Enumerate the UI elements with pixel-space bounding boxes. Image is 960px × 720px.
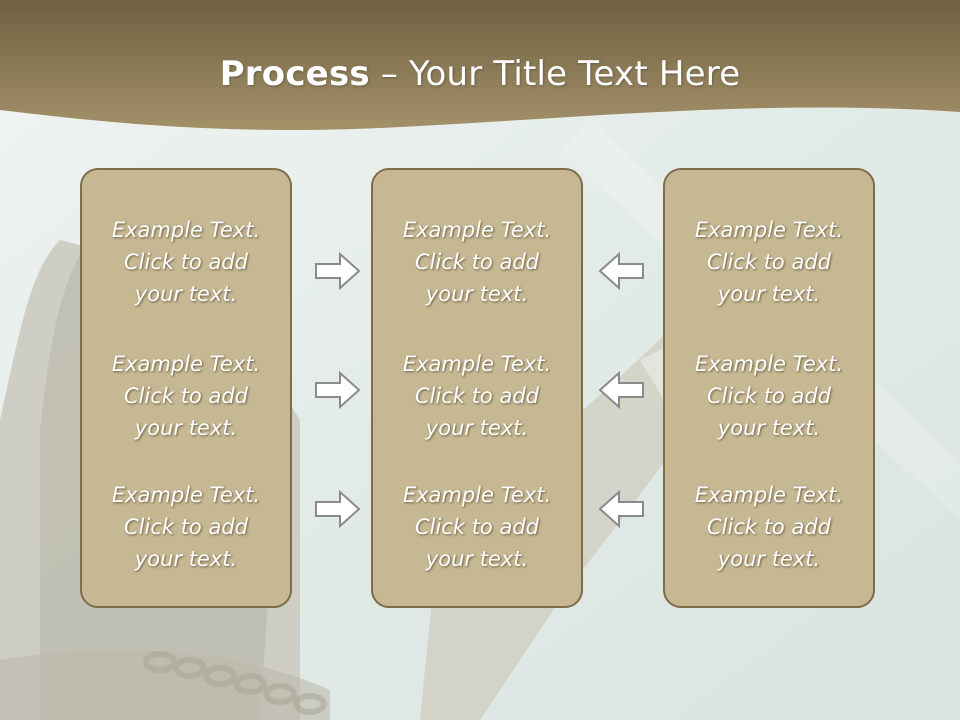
panel-right: Example Text. Click to add your text. Ex…: [663, 168, 875, 608]
text-line: your text.: [425, 547, 529, 571]
text-line: your text.: [717, 282, 821, 306]
text-placeholder[interactable]: Example Text. Click to add your text.: [665, 348, 873, 444]
title-rest: – Your Title Text Here: [369, 54, 741, 94]
right-arrow-icon: [315, 251, 361, 291]
text-placeholder[interactable]: Example Text. Click to add your text.: [373, 479, 581, 575]
header-band: [0, 0, 960, 130]
text-line: Example Text.: [402, 352, 552, 376]
right-arrow-icon: [315, 489, 361, 529]
text-line: Example Text.: [111, 483, 261, 507]
text-line: your text.: [425, 416, 529, 440]
title-bold: Process: [219, 54, 370, 94]
text-line: your text.: [134, 416, 238, 440]
left-arrow-icon: [598, 489, 644, 529]
text-placeholder[interactable]: Example Text. Click to add your text.: [82, 214, 290, 310]
text-line: Click to add: [706, 384, 831, 408]
left-arrow-icon: [598, 251, 644, 291]
text-placeholder[interactable]: Example Text. Click to add your text.: [665, 479, 873, 575]
text-line: Click to add: [706, 250, 831, 274]
text-line: Example Text.: [694, 483, 844, 507]
text-line: Example Text.: [111, 352, 261, 376]
text-placeholder[interactable]: Example Text. Click to add your text.: [665, 214, 873, 310]
text-line: Click to add: [414, 515, 539, 539]
text-line: Click to add: [414, 384, 539, 408]
text-line: Click to add: [123, 250, 248, 274]
text-line: Click to add: [123, 515, 248, 539]
text-line: Click to add: [706, 515, 831, 539]
left-arrow-icon: [598, 370, 644, 410]
text-line: your text.: [717, 547, 821, 571]
text-placeholder[interactable]: Example Text. Click to add your text.: [82, 479, 290, 575]
text-line: Example Text.: [111, 218, 261, 242]
text-line: Example Text.: [694, 352, 844, 376]
right-arrow-icon: [315, 370, 361, 410]
slide-title[interactable]: Process – Your Title Text Here: [0, 52, 960, 96]
text-line: Example Text.: [694, 218, 844, 242]
text-line: your text.: [425, 282, 529, 306]
panel-left: Example Text. Click to add your text. Ex…: [80, 168, 292, 608]
text-line: Example Text.: [402, 483, 552, 507]
text-line: Example Text.: [402, 218, 552, 242]
text-line: Click to add: [414, 250, 539, 274]
text-line: your text.: [134, 282, 238, 306]
text-placeholder[interactable]: Example Text. Click to add your text.: [373, 348, 581, 444]
text-placeholder[interactable]: Example Text. Click to add your text.: [373, 214, 581, 310]
text-line: Click to add: [123, 384, 248, 408]
text-line: your text.: [134, 547, 238, 571]
text-placeholder[interactable]: Example Text. Click to add your text.: [82, 348, 290, 444]
panel-middle: Example Text. Click to add your text. Ex…: [371, 168, 583, 608]
text-line: your text.: [717, 416, 821, 440]
